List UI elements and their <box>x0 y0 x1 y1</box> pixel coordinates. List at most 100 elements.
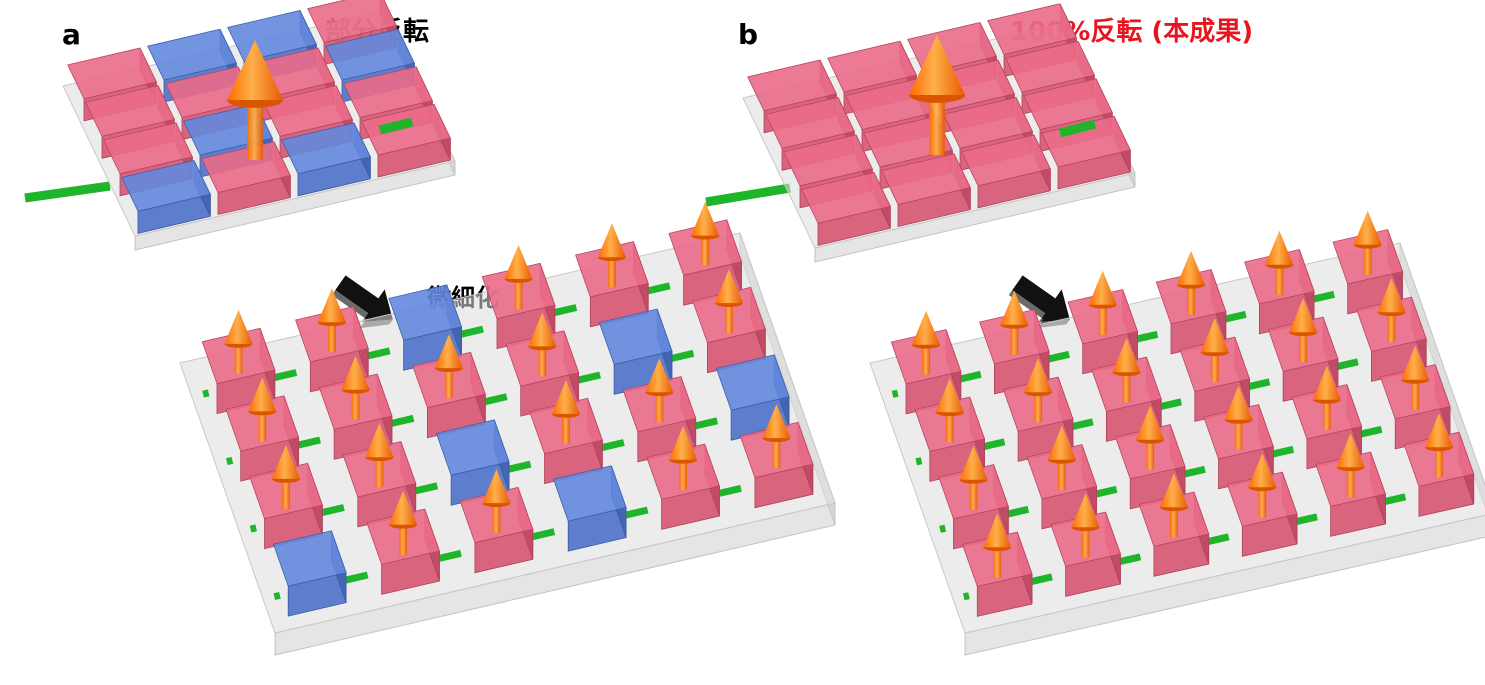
bit-cell-top <box>263 85 353 137</box>
spin-arrow <box>227 40 283 160</box>
bit-cell <box>801 172 891 246</box>
wire-segment <box>962 592 970 601</box>
spin-arrow-icon <box>1112 338 1141 373</box>
spin-arrow <box>714 269 743 334</box>
bit-cell <box>435 419 510 506</box>
spin-arrow <box>983 513 1012 578</box>
wire-segment <box>1335 358 1359 371</box>
wire-segment <box>1383 493 1407 506</box>
bit-cell-top <box>715 354 790 411</box>
bit-cell-top <box>943 96 1033 149</box>
wire-segment <box>1359 425 1383 438</box>
spin-arrow-shaft <box>679 446 688 490</box>
wire-segment <box>1295 513 1318 526</box>
bit-cell <box>552 465 627 552</box>
bit-cell-top <box>747 59 837 112</box>
spin-arrow-shaft <box>562 400 570 444</box>
spin-arrow-icon <box>552 379 580 414</box>
spin-arrow-shaft <box>922 331 930 375</box>
wire-segment <box>1070 418 1094 431</box>
spin-arrow-shaft <box>538 332 547 377</box>
wire-segment <box>646 282 671 295</box>
device-a-top <box>24 0 456 251</box>
spin-arrow-shaft <box>1170 493 1178 538</box>
bit-cell-top <box>435 419 510 476</box>
wire-segment <box>414 482 439 495</box>
wire-segment <box>226 456 234 466</box>
spin-arrow-icon <box>1136 405 1165 440</box>
spin-arrow <box>248 377 277 442</box>
spin-arrow <box>1024 358 1053 423</box>
spin-arrow-icon <box>248 377 277 412</box>
bit-cell-top <box>987 3 1077 55</box>
spin-arrow-icon <box>912 310 940 345</box>
spin-arrow <box>1248 453 1277 518</box>
spin-arrow-icon <box>1377 278 1406 313</box>
wire-segment <box>915 457 923 466</box>
spin-arrow <box>552 379 581 444</box>
spin-arrow-shaft <box>1034 378 1043 423</box>
spin-arrow-shaft <box>1122 358 1131 403</box>
spin-arrow-icon <box>715 269 743 304</box>
bit-cell-top <box>598 308 673 365</box>
spin-arrow-icon <box>1047 425 1076 460</box>
wire-segment <box>1312 290 1335 303</box>
wire-left <box>24 181 111 203</box>
wire-segment <box>1223 310 1247 323</box>
spin-arrow-icon <box>691 201 720 236</box>
wire-segment <box>320 504 345 517</box>
spin-arrow <box>645 358 674 423</box>
spin-arrow-shaft <box>655 378 664 423</box>
spin-arrow-icon <box>1024 358 1053 393</box>
spin-arrow-icon <box>1160 473 1188 508</box>
bit-cell <box>459 486 534 574</box>
spin-arrow-icon <box>317 288 346 323</box>
bit-cell <box>281 122 371 197</box>
spin-arrow <box>1424 413 1453 478</box>
spin-arrow <box>1265 230 1294 295</box>
bit-cell-top <box>783 134 873 187</box>
spin-arrow-shaft <box>1098 291 1107 335</box>
wire-segment <box>344 571 369 584</box>
spin-arrow-shaft <box>945 398 954 443</box>
spin-arrow <box>912 310 941 375</box>
spin-arrow-icon <box>959 445 988 480</box>
bit-cell-top <box>552 465 627 522</box>
spin-arrow-icon <box>645 358 674 393</box>
bit-cell-top <box>827 40 917 93</box>
spin-arrow-icon <box>504 244 533 279</box>
bit-cell <box>715 354 790 441</box>
wire-segment <box>273 591 281 601</box>
wire-segment <box>507 460 532 473</box>
spin-arrow-shaft <box>258 397 267 442</box>
spin-arrow <box>1224 385 1253 450</box>
spin-arrow-shaft <box>1322 386 1331 430</box>
bit-cell-top <box>103 122 193 175</box>
wire-segment <box>624 506 649 519</box>
wire-segment <box>1030 573 1053 586</box>
spin-arrow <box>597 223 626 288</box>
spin-arrow <box>272 444 301 509</box>
spin-arrow-icon <box>762 404 791 439</box>
spin-arrow-icon <box>1353 210 1382 245</box>
spin-arrow <box>1200 318 1229 383</box>
bit-cell-top <box>801 172 891 224</box>
spin-arrow-icon <box>435 334 463 369</box>
spin-arrow-shaft <box>1363 231 1372 275</box>
spin-arrow-icon <box>1224 385 1253 420</box>
flow-arrow-shadow <box>1008 290 1070 329</box>
flow-arrow-b <box>1008 275 1070 329</box>
bit-cell <box>961 134 1051 209</box>
spin-arrow-icon <box>669 425 698 460</box>
spin-arrow <box>1159 473 1188 538</box>
wire-segment <box>249 524 257 533</box>
wire-segment <box>576 371 601 384</box>
bit-cell-top <box>1005 40 1095 93</box>
spin-arrow-shaft <box>1210 338 1219 383</box>
bit-cell-top <box>388 284 463 341</box>
spin-arrow-shaft <box>399 511 408 555</box>
spin-arrow <box>959 445 988 510</box>
wire-segment <box>891 389 899 398</box>
bit-cell-top <box>67 47 157 100</box>
